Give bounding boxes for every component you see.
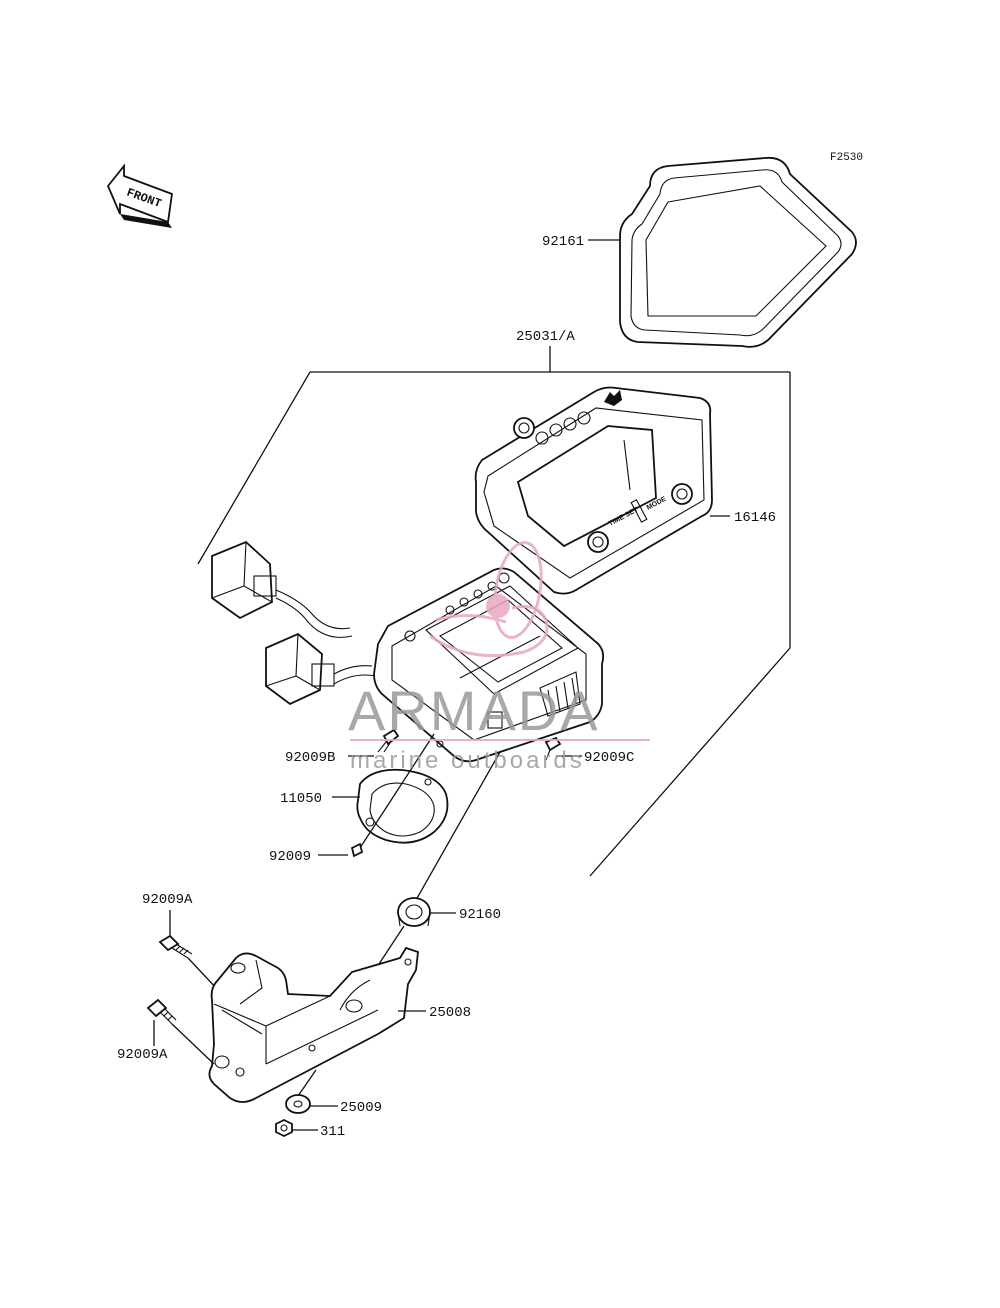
- callout-92161: 92161: [542, 234, 584, 250]
- figure-code: F2530: [830, 152, 863, 164]
- callout-311: 311: [320, 1124, 345, 1140]
- callout-11050: 11050: [280, 791, 322, 807]
- callout-92009a-bottom: 92009A: [117, 1047, 168, 1063]
- callout-92009c: 92009C: [584, 750, 634, 766]
- part-92009a-bolt-top: [158, 934, 193, 959]
- part-25008-bracket: [208, 946, 419, 1103]
- part-92009-screw: [350, 842, 364, 858]
- callout-92009b: 92009B: [285, 750, 335, 766]
- part-16146-meter-face: TIME SET MODE: [474, 386, 713, 595]
- callout-92009a-top: 92009A: [142, 892, 193, 908]
- callout-92160: 92160: [459, 907, 501, 923]
- harness-connectors: [211, 540, 377, 706]
- part-25009-washer: [285, 1094, 311, 1114]
- part-311-nut: [275, 1118, 293, 1138]
- watermark: ARMADA marine outboards: [348, 541, 650, 774]
- front-arrow-icon: FRONT: [106, 163, 173, 228]
- watermark-logo-icon: [429, 541, 549, 658]
- callout-25031-a: 25031/A: [516, 329, 575, 345]
- watermark-brand: ARMADA: [348, 679, 600, 742]
- callout-25009: 25009: [340, 1100, 382, 1116]
- part-11050-ring-bracket: [356, 768, 449, 844]
- part-92009a-bolt-bottom: [146, 998, 177, 1025]
- part-92160-grommet: [397, 897, 431, 927]
- callout-25008: 25008: [429, 1005, 471, 1021]
- part-92161-cover-frame: [619, 156, 857, 348]
- callout-92009: 92009: [269, 849, 311, 865]
- watermark-tagline: marine outboards: [350, 747, 585, 774]
- callout-16146: 16146: [734, 510, 776, 526]
